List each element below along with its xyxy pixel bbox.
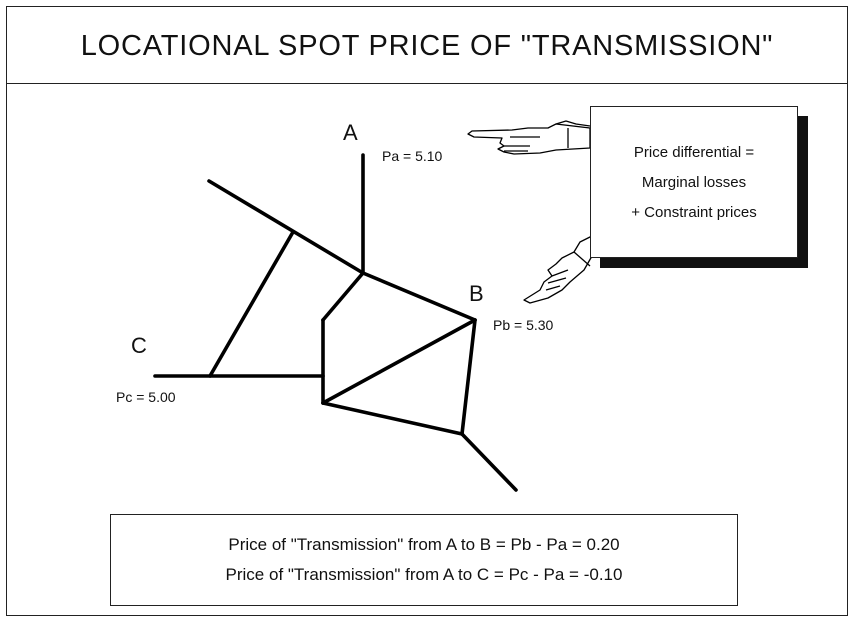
line-b-south <box>460 318 477 436</box>
node-c-label: C <box>131 333 147 358</box>
node-a-price: Pa = 5.10 <box>382 148 443 164</box>
line-diagonal-b <box>321 318 477 405</box>
page-title: LOCATIONAL SPOT PRICE OF "TRANSMISSION" <box>80 30 774 62</box>
node-c-price: Pc = 5.00 <box>116 389 176 405</box>
title-bar: LOCATIONAL SPOT PRICE OF "TRANSMISSION" <box>6 6 848 84</box>
node-b-label: B <box>469 281 484 306</box>
line-south-spur <box>460 432 518 492</box>
callout-box: Price differential = Marginal losses + C… <box>590 106 798 258</box>
pointing-hand-icon <box>467 120 591 155</box>
node-b-price: Pb = 5.30 <box>493 317 554 333</box>
node-a-label: A <box>343 120 358 145</box>
formula-line: Price of "Transmission" from A to B = Pb… <box>228 535 620 554</box>
formula-box: Price of "Transmission" from A to B = Pb… <box>110 514 738 606</box>
line-c-north <box>208 230 295 378</box>
line-junction-b <box>361 271 477 322</box>
slide-frame <box>6 6 848 616</box>
callout-line: + Constraint prices <box>631 203 757 221</box>
formula-line: Price of "Transmission" from A to C = Pc… <box>225 565 623 584</box>
callout-line: Marginal losses <box>641 173 747 191</box>
pointing-hand-icon <box>523 235 601 304</box>
callout-line: Price differential = <box>633 143 755 161</box>
line-junction-west <box>321 271 365 322</box>
line-south <box>321 401 464 436</box>
line-west-spur <box>207 179 365 275</box>
